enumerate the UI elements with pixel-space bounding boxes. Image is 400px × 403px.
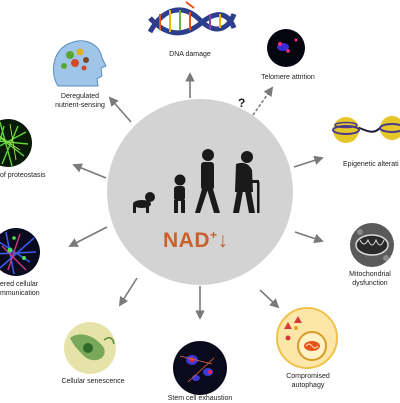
arrows bbox=[68, 72, 324, 320]
label-altered-cellular-communication: ered cellular mmunication bbox=[0, 281, 40, 297]
green-fibers-micrograph-icon bbox=[0, 119, 32, 167]
arrow-epigenetic bbox=[293, 155, 324, 168]
arrow-senescence bbox=[118, 277, 138, 307]
label-deregulated-nutrient-sensing: Deregulated nutrient-sensing bbox=[55, 93, 105, 109]
label-mitochondrial-dysfunction: Mitochondrial dysfunction bbox=[349, 271, 391, 287]
senescent-cell-micrograph-icon bbox=[64, 322, 116, 374]
dna-helix-icon bbox=[147, 1, 237, 36]
arrow-proteostasis bbox=[72, 163, 107, 179]
label-loss-of-proteostasis: of proteostasis bbox=[0, 172, 46, 179]
mitochondrion-em-icon bbox=[350, 223, 394, 267]
label-cellular-senescence: Cellular senescence bbox=[61, 378, 125, 385]
label-telomere-attrition: Telomere attrition bbox=[261, 74, 315, 81]
label-epigenetic-alteration: Epigenetic alterati bbox=[343, 161, 399, 168]
arrow-nutrient bbox=[108, 96, 132, 123]
cell-network-micrograph-icon bbox=[0, 228, 40, 276]
label-stem-cell-exhaustion: Stem cell exhaustion bbox=[167, 395, 233, 402]
head-brain-icon bbox=[52, 40, 107, 87]
arrow-communication bbox=[68, 226, 108, 247]
nad-decline-label: NAD+↓ bbox=[163, 228, 229, 253]
arrow-autophagy bbox=[259, 289, 280, 309]
chromatin-beads-icon bbox=[332, 116, 400, 143]
stem-cell-micrograph-icon bbox=[173, 341, 227, 395]
nad-text: NAD bbox=[163, 229, 210, 252]
label-dna-damage: DNA damage bbox=[169, 51, 211, 58]
autophagosome-icon bbox=[276, 307, 338, 369]
center-circle bbox=[107, 99, 293, 285]
nad-down-arrow: ↓ bbox=[217, 229, 229, 252]
telomere-fluorescence-icon bbox=[267, 29, 305, 67]
nad-superscript: + bbox=[210, 228, 218, 242]
arrow-telomere bbox=[252, 86, 274, 116]
label-compromised-autophagy: Compromised autophagy bbox=[286, 373, 330, 389]
human-evolution-aging-icon bbox=[133, 149, 260, 213]
question-mark: ? bbox=[238, 96, 246, 110]
arrow-mitochondria bbox=[294, 231, 324, 244]
